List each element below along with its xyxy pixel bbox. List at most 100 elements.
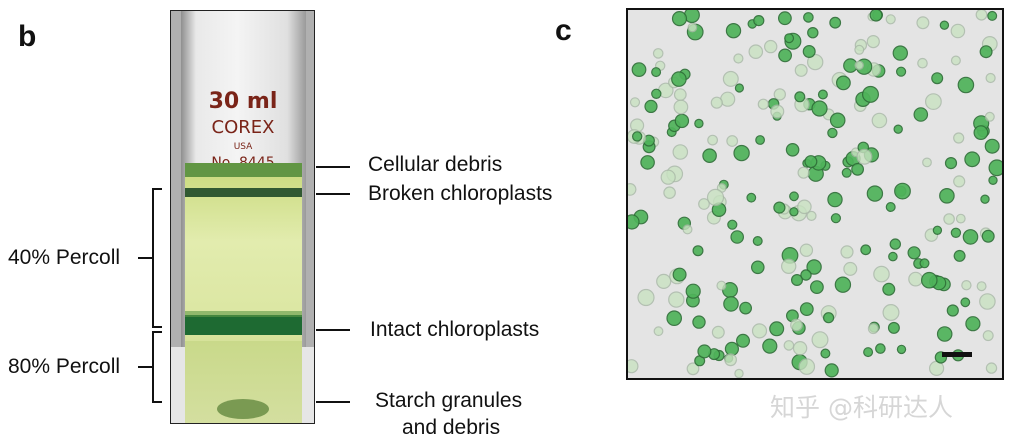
centrifuge-tube-photo: 30 ml COREX USA No. 8445 (170, 10, 315, 424)
chloroplast-cell (803, 12, 814, 23)
broken-chloroplast-band (185, 188, 302, 197)
chloroplast-cell (707, 134, 718, 146)
chloroplast-cell (710, 96, 723, 109)
chloroplast-cell (916, 16, 930, 30)
chloroplast-cell (799, 302, 814, 317)
chloroplast-cell (892, 45, 908, 61)
chloroplast-cell (907, 246, 921, 260)
chloroplast-cell (652, 48, 664, 59)
bracket-80-percoll (152, 332, 154, 402)
label-intact-chloroplasts: Intact chloroplasts (370, 318, 540, 341)
chloroplast-cell (672, 144, 689, 160)
chloroplast-cell (984, 138, 1000, 154)
chloroplast-cell (674, 113, 690, 129)
chloroplast-cell (783, 340, 795, 351)
chloroplast-cell (687, 22, 698, 33)
chloroplast-cell (944, 157, 958, 170)
chloroplast-cell (982, 330, 994, 342)
chloroplast-cell (980, 194, 990, 204)
chloroplast-cell (751, 323, 768, 339)
chloroplast-cell (628, 359, 639, 374)
chloroplast-cell (697, 344, 712, 359)
chloroplast-cell (889, 238, 901, 250)
chloroplast-cell (746, 192, 757, 203)
chloroplast-cell (755, 135, 766, 145)
chloroplast-cell (979, 45, 993, 59)
chloroplast-cell (663, 186, 676, 199)
label-cellular-debris: Cellular debris (368, 153, 503, 176)
chloroplast-cell (882, 282, 896, 296)
chloroplast-cell (769, 321, 785, 337)
chloroplast-cell (950, 227, 962, 238)
label-broken-chloroplasts: Broken chloroplasts (368, 182, 553, 205)
chloroplast-cell (908, 271, 924, 287)
chloroplast-cell (698, 198, 710, 210)
chloroplast-cell (867, 323, 879, 335)
chloroplast-cell (854, 44, 865, 55)
chloroplast-cell (843, 261, 858, 276)
chloroplast-cell (640, 155, 655, 170)
tube-brand-text: COREX (212, 117, 275, 138)
chloroplast-cell (763, 39, 778, 54)
chloroplast-cell (922, 157, 932, 168)
chloroplast-cell (757, 98, 769, 110)
chloroplast-cell (862, 85, 880, 103)
chloroplast-cell (722, 70, 739, 87)
chloroplast-cell (668, 291, 685, 308)
chloroplast-cell (893, 124, 903, 134)
chloroplast-cell (932, 225, 943, 235)
tube-illustration: 30 ml COREX USA No. 8445 (171, 11, 314, 423)
chloroplast-cell (730, 230, 744, 244)
leader-line-debris (316, 166, 350, 168)
chloroplast-cell (811, 331, 829, 349)
chloroplast-cell (692, 315, 706, 329)
chloroplast-cell (888, 251, 898, 262)
chloroplast-cell (762, 338, 778, 354)
chloroplast-cell (660, 169, 676, 185)
chloroplast-cell (682, 224, 693, 235)
chloroplast-cell (785, 143, 800, 157)
chloroplast-cell (875, 343, 886, 354)
chloroplast-cell (723, 296, 739, 312)
chloroplast-cell (988, 175, 998, 185)
chloroplast-cell (777, 11, 792, 26)
chloroplast-cell (887, 321, 900, 334)
chloroplast-cell (820, 348, 831, 359)
chloroplast-cell (791, 274, 804, 287)
chloroplast-cell (651, 67, 662, 78)
chloroplast-cell (804, 155, 818, 169)
chloroplast-cell (770, 104, 785, 119)
chloroplast-cell (733, 53, 744, 64)
chloroplast-cell (752, 236, 763, 247)
chloroplast-cell (827, 191, 843, 208)
chloroplast-cell (806, 210, 817, 221)
chloroplast-cell (953, 132, 965, 144)
chloroplast-cell (673, 99, 689, 115)
chloroplast-cell (751, 260, 765, 275)
chloroplast-cell (706, 188, 725, 206)
chloroplast-cell (834, 276, 852, 293)
chloroplast-cell (790, 318, 803, 332)
chloroplast-cell (925, 93, 942, 110)
chloroplast-cell (965, 316, 981, 332)
chloroplast-cell (673, 88, 687, 101)
chloroplast-cell (806, 53, 824, 71)
chloroplast-cell (686, 362, 700, 376)
chloroplast-cell (784, 33, 795, 44)
chloroplast-cell (957, 76, 975, 94)
leader-line-intact (316, 329, 350, 331)
chloroplast-cell (860, 244, 872, 256)
starch-pellet (217, 399, 269, 419)
chloroplast-cell (735, 333, 750, 348)
chloroplast-cell (778, 48, 793, 63)
chloroplast-cell (685, 283, 701, 299)
chloroplast-cell (711, 325, 725, 339)
chloroplast-cell (799, 243, 814, 257)
chloroplast-cell (984, 111, 995, 122)
chloroplast-cell (725, 23, 742, 39)
chloroplast-cell (863, 347, 874, 358)
chloroplast-cell (851, 162, 865, 176)
chloroplast-cell (629, 97, 641, 108)
panel-letter-c: c (555, 14, 572, 47)
chloroplast-cell (988, 159, 1002, 177)
